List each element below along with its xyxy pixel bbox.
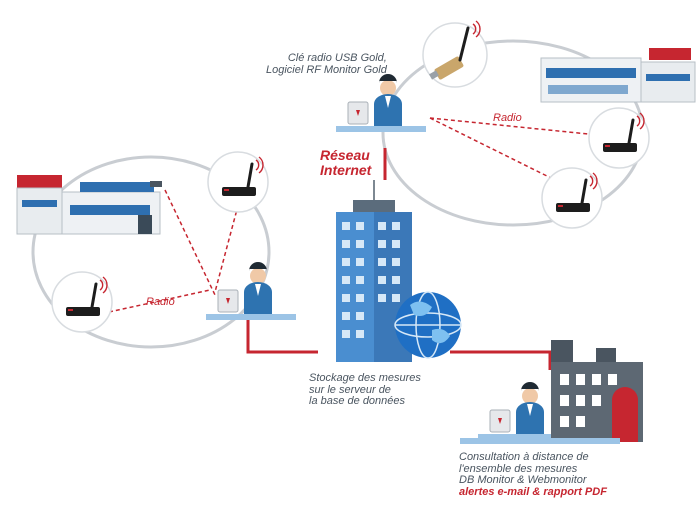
factory-building-icon — [551, 340, 643, 442]
radio-logger-icon — [206, 150, 270, 214]
usb-key-label: Clé radio USB Gold,Logiciel RF Monitor G… — [266, 52, 387, 76]
consultation-desk — [460, 438, 620, 444]
radio-label: Radio — [146, 296, 175, 308]
alerts-label: alertes e-mail & rapport PDF — [459, 485, 607, 498]
radio-logger-icon — [50, 270, 114, 334]
usb-radio-key-icon — [422, 20, 488, 88]
office-building-icon — [16, 175, 162, 235]
radio-link — [429, 117, 556, 181]
radio-logger-icon — [587, 106, 651, 170]
operator-workstation-icon — [335, 73, 427, 133]
office-building-icon — [540, 48, 696, 103]
radio-link — [214, 197, 241, 293]
operator-workstation-icon — [205, 261, 297, 321]
radio-link — [108, 289, 211, 313]
left-office-link — [246, 318, 318, 354]
radio-link — [429, 117, 599, 136]
radio-logger-icon — [540, 166, 604, 230]
radio-link — [164, 189, 216, 296]
consultation-link — [450, 350, 552, 370]
radio-label: Radio — [493, 112, 522, 124]
left-network-ring — [31, 155, 271, 349]
globe-icon — [394, 291, 462, 359]
